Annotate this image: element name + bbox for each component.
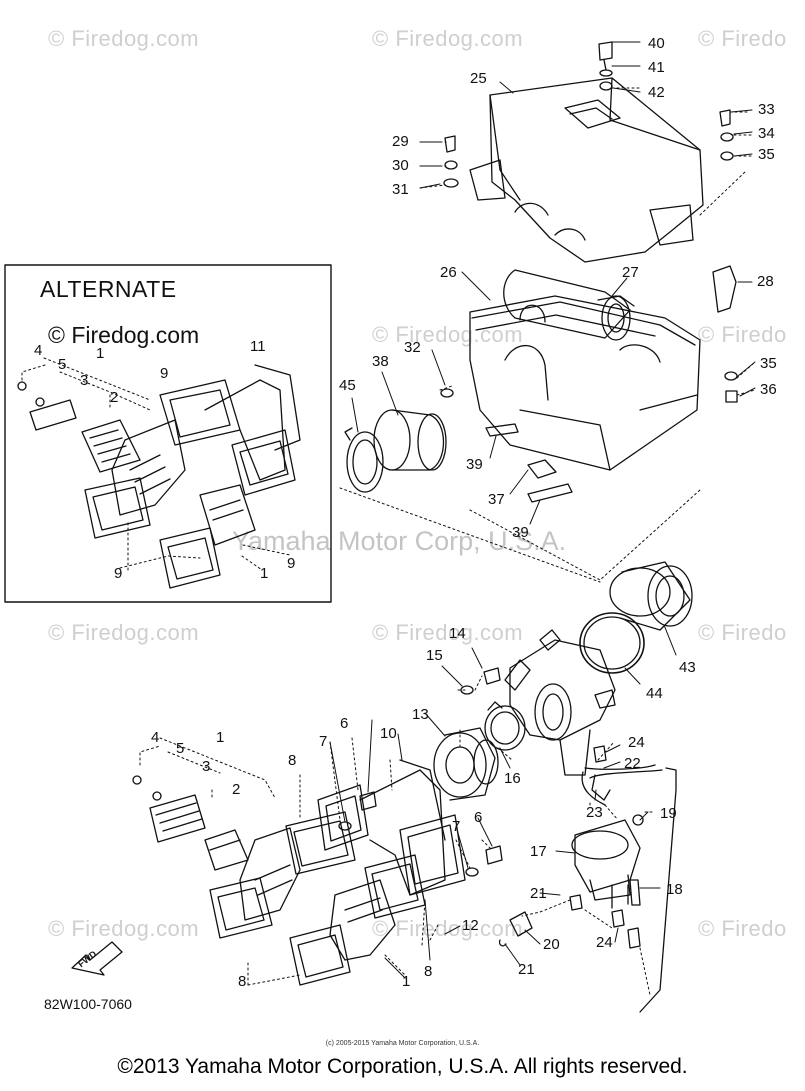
watermark-row3-right: © Firedo [698,620,787,645]
callout-40: 40 [648,35,665,52]
callout-36: 36 [760,381,777,398]
callout-37: 37 [488,491,505,508]
clamp-45 [344,427,384,493]
intake-flange-43 [609,561,693,631]
callout-38: 38 [372,353,389,370]
intake-manifold [317,759,466,896]
copyright-notice: ©2013 Yamaha Motor Corporation, U.S.A. A… [117,1055,688,1078]
watermark-row4-center: © Firedog.com [372,916,524,941]
watermark-mid-right: © Firedo [698,322,787,347]
alt-callout-9b: 9 [287,555,296,572]
intake-silencer-tube [503,269,635,341]
callout-31: 31 [392,181,409,198]
alt-callout-9a: 9 [160,365,169,382]
source-line: (c) 2005-2015 Yamaha Motor Corporation, … [325,1040,480,1047]
callout-13: 13 [412,706,429,723]
callout-7b: 7 [452,818,461,835]
callout-33: 33 [758,101,775,118]
callout-42: 42 [648,84,665,101]
callout-43: 43 [679,659,696,676]
callout-6b: 6 [474,809,483,826]
callout-32: 32 [404,339,421,356]
callout-22: 22 [624,755,641,772]
callout-39a: 39 [466,456,483,473]
airbox-lid [469,77,704,263]
drawing-code: 82W100-7060 [44,996,132,1012]
callout-12: 12 [462,917,479,934]
duct-38 [373,409,447,471]
callout-14: 14 [449,625,466,642]
watermark-row3-center: © Firedog.com [372,620,524,645]
callout-27: 27 [622,264,639,281]
alt-callout-9c: 9 [114,565,123,582]
callout-10: 10 [380,725,397,742]
watermark-top-right: © Firedo [698,26,787,51]
callout-24a: 24 [628,734,645,751]
airbox-lower [469,295,701,471]
alternate-frame [4,264,332,603]
callout-20: 20 [543,936,560,953]
callout-17: 17 [530,843,547,860]
callout-19: 19 [660,805,677,822]
alt-callout-11: 11 [250,338,266,355]
callout-2: 2 [232,781,241,798]
fwd-arrow [71,941,123,976]
alt-callout-1: 1 [96,345,105,362]
watermark-row3-left: © Firedog.com [48,620,200,645]
callout-24b: 24 [596,934,613,951]
callout-26: 26 [440,264,457,281]
watermark-top-left: © Firedog.com [48,26,200,51]
alternate-reed-assembly [17,364,301,589]
callout-4: 4 [151,729,160,746]
callout-1: 1 [216,729,225,746]
watermark-top-center: © Firedog.com [372,26,524,51]
callout-35b: 35 [760,355,777,372]
callout-30: 30 [392,157,409,174]
clamp-16 [484,701,526,751]
fuel-pump [571,814,644,909]
alt-callout-3: 3 [80,372,89,389]
callout-7a: 7 [319,733,328,750]
alternate-watermark: © Firedog.com [48,322,200,348]
callout-1b: 1 [402,973,411,990]
callout-8a: 8 [288,752,297,769]
reed-valve-assembly [132,775,426,986]
callout-15: 15 [426,647,443,664]
callout-23: 23 [586,804,603,821]
callout-28: 28 [757,273,774,290]
callout-35a: 35 [758,146,775,163]
callout-34: 34 [758,125,775,142]
callout-29: 29 [392,133,409,150]
callout-8c: 8 [238,973,247,990]
carburetor [504,629,616,776]
callout-16: 16 [504,770,521,787]
clip-28 [712,265,737,313]
watermark-row4-right: © Firedo [698,916,787,941]
watermark-yamaha-center: Yamaha Motor Corp, U.S.A. [232,526,567,556]
callout-39b: 39 [512,524,529,541]
callout-21a: 21 [530,885,547,902]
callout-8b: 8 [424,963,433,980]
callout-44: 44 [646,685,663,702]
alt-callout-1b: 1 [260,565,269,582]
airbox-hardware [440,41,738,503]
callout-6a: 6 [340,715,349,732]
alt-callout-5: 5 [58,356,67,373]
o-ring-44 [579,612,645,674]
rubber-joint-13 [433,727,499,801]
alternate-label: ALTERNATE [40,276,177,302]
callout-5: 5 [176,740,185,757]
callout-21b: 21 [518,961,535,978]
callout-18: 18 [666,881,683,898]
alt-callout-2: 2 [110,389,119,406]
callout-41: 41 [648,59,665,76]
callout-45: 45 [339,377,356,394]
watermark-row4-left: © Firedog.com [48,916,200,941]
callout-25: 25 [470,70,487,87]
alt-callout-4: 4 [34,342,43,359]
fuel-hoses [498,745,677,1013]
callout-3: 3 [202,758,211,775]
